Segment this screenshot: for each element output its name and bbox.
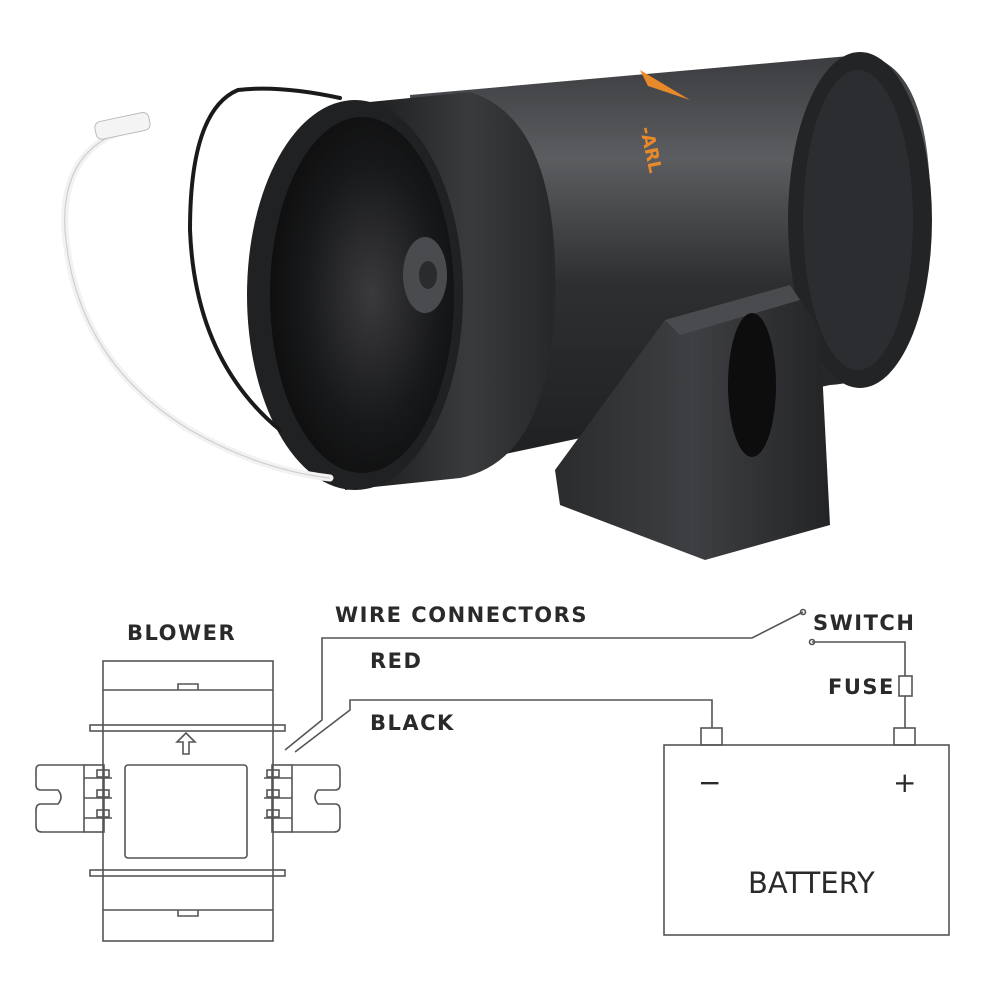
red-wire-label: RED xyxy=(370,649,422,673)
blower-intake-mouth xyxy=(270,117,454,473)
battery-minus-sign: − xyxy=(698,766,721,799)
stand-slot-hole xyxy=(728,313,776,457)
blower-schematic-window xyxy=(124,764,248,859)
brand-swoosh-icon xyxy=(640,70,690,100)
blower-back-cap-inner xyxy=(803,70,913,370)
red-wire-line xyxy=(284,611,804,751)
blower-label: BLOWER xyxy=(127,621,236,645)
switch-contact-top xyxy=(799,608,807,616)
battery-body xyxy=(663,744,950,936)
battery-positive-terminal xyxy=(893,727,916,746)
right-mount-foot xyxy=(292,764,341,833)
left-mount-foot xyxy=(35,764,84,833)
blower-schematic: BLOWER xyxy=(35,621,341,942)
white-wire-terminal xyxy=(94,111,151,140)
battery-plus-sign: + xyxy=(893,766,916,799)
white-wire-outline xyxy=(64,124,331,479)
lower-flange xyxy=(89,869,286,877)
wire-connectors-label: WIRE CONNECTORS xyxy=(335,603,588,627)
battery-label: BATTERY xyxy=(748,866,875,900)
black-wire-line xyxy=(294,699,713,753)
fuse-label: FUSE xyxy=(828,675,895,699)
airflow-arrow-icon xyxy=(175,731,197,755)
black-wire xyxy=(187,86,342,432)
stand-top-edge xyxy=(665,285,800,335)
impeller-center xyxy=(419,261,437,289)
blower-photo: -ARL xyxy=(61,52,932,560)
wiring-diagram: BLOWER xyxy=(35,603,950,942)
upper-flange xyxy=(89,724,286,732)
switch-label: SWITCH xyxy=(813,611,915,635)
switch-to-fuse-line xyxy=(812,641,906,676)
battery-negative-terminal xyxy=(700,727,723,746)
battery-schematic: − + BATTERY xyxy=(663,727,950,936)
blower-schematic-body xyxy=(102,660,274,942)
fuse-icon xyxy=(898,675,913,697)
black-wire-label: BLACK xyxy=(370,711,455,735)
